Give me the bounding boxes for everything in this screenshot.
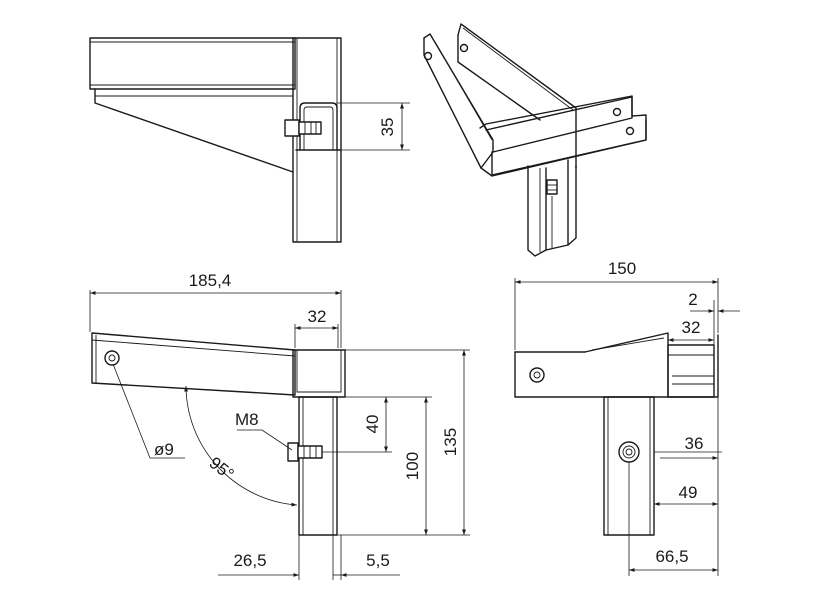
dim-32-left: 32 <box>308 307 327 326</box>
arm-body <box>89 37 296 90</box>
isometric-view <box>423 23 647 257</box>
iso-post <box>527 165 547 257</box>
dim-185: 185,4 <box>189 271 232 290</box>
side-view-bottom: 185,4 32 ø9 M8 95° 40 100 135 <box>89 271 470 580</box>
post-body <box>292 37 342 243</box>
front-channel-box <box>667 344 715 398</box>
dim-49: 49 <box>679 483 698 502</box>
mount-hole <box>104 350 120 366</box>
bolt-m8-head <box>287 442 299 462</box>
dim-2: 2 <box>688 290 697 309</box>
bolt-nut <box>298 121 322 135</box>
side-view-top: 35 <box>89 37 410 243</box>
dim-36: 36 <box>685 434 704 453</box>
dim-hole-dia: ø9 <box>154 440 174 459</box>
post <box>298 396 338 536</box>
iso-end-plate <box>479 95 633 129</box>
dim-40: 40 <box>363 415 382 434</box>
dim-66: 66,5 <box>655 547 688 566</box>
dim-26: 26,5 <box>233 551 266 570</box>
iso-bolt <box>546 179 558 195</box>
u-bolt <box>299 102 338 151</box>
dim-bolt-m8: M8 <box>235 410 259 429</box>
channel-box <box>292 349 346 398</box>
iso-back-plate <box>457 23 577 169</box>
dim-35: 35 <box>378 118 397 137</box>
dim-5: 5,5 <box>366 551 390 570</box>
front-view: 150 2 32 36 49 66,5 <box>514 259 740 576</box>
dim-135: 135 <box>441 428 460 456</box>
dim-100: 100 <box>403 452 422 480</box>
front-hole <box>529 367 545 383</box>
bolt-head <box>284 119 300 137</box>
dim-150: 150 <box>608 259 636 278</box>
brace-plate <box>94 88 294 173</box>
iso-channel-left <box>423 33 494 169</box>
front-bolt <box>618 441 640 463</box>
dim-32-right: 32 <box>682 318 701 337</box>
front-brace <box>584 332 669 398</box>
